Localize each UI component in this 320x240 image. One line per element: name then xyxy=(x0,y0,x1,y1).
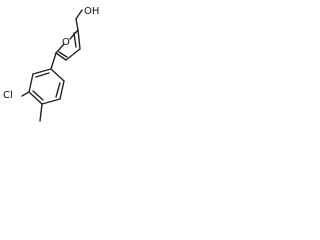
hydroxyl-label: OH xyxy=(84,6,99,17)
bond-furan-c4-c5-inner xyxy=(58,51,68,58)
bond-benzene-3-inner xyxy=(32,90,44,101)
bond-furan-c4-c3 xyxy=(65,48,81,61)
benzene-ring xyxy=(28,52,65,105)
bond-furan-o1-c5 xyxy=(55,43,65,54)
chlorine-label: Cl xyxy=(3,90,13,101)
bond-methyl xyxy=(39,103,43,122)
chemical-structure: OH O Cl xyxy=(3,6,99,122)
bond-benzene-2 xyxy=(28,73,34,93)
bond-aryl-link xyxy=(50,52,57,70)
bond-benzene-4 xyxy=(41,98,61,105)
bond-benzene-1-inner xyxy=(35,72,50,78)
bond-benzene-1 xyxy=(32,68,52,75)
furan-oxygen-label: O xyxy=(62,37,70,48)
bond-benzene-3 xyxy=(28,91,43,105)
bond-o-ch2 xyxy=(75,9,83,20)
bond-ch2-furan xyxy=(75,18,79,31)
bond-benzene-5-inner xyxy=(55,82,61,98)
bond-furan-c5-c4 xyxy=(55,52,67,61)
bond-benzene-6 xyxy=(50,68,65,82)
bond-furan-c3-c2 xyxy=(77,29,81,50)
substituents xyxy=(21,91,43,122)
bond-chlorine xyxy=(21,91,30,97)
furan-ring xyxy=(55,29,81,61)
bond-furan-c3-c2-inner xyxy=(73,32,77,48)
bond-benzene-5 xyxy=(59,80,65,100)
hydroxymethyl-group xyxy=(75,9,83,31)
